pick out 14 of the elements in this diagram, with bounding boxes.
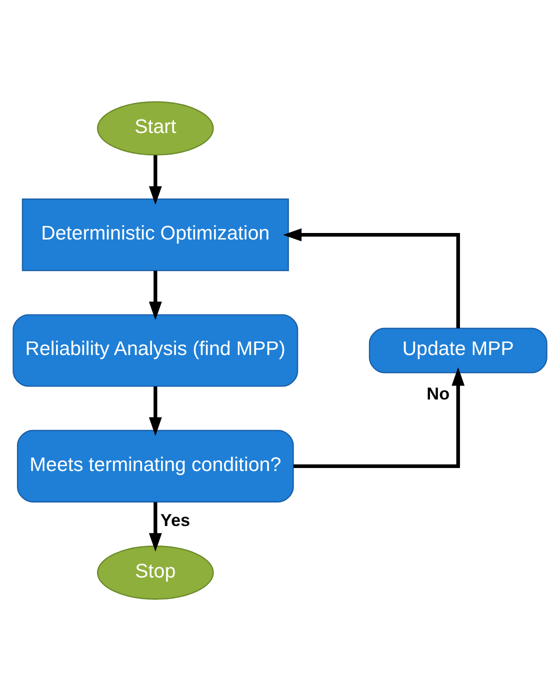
arrow	[148, 386, 162, 436]
node-box: Meets terminating condition?	[16, 429, 294, 502]
arrow	[283, 228, 460, 328]
edge-label: No	[426, 383, 450, 404]
arrow	[148, 270, 162, 320]
edge-label: Yes	[160, 509, 190, 530]
arrow	[293, 366, 465, 468]
arrow	[148, 154, 162, 204]
arrow	[148, 502, 162, 552]
node-ellipse: Stop	[96, 545, 214, 600]
node-box: Deterministic Optimization	[22, 198, 289, 271]
node-box: Reliability Analysis (find MPP)	[12, 314, 298, 386]
node-box: Update MPP	[368, 327, 548, 373]
node-ellipse: Start	[96, 100, 214, 155]
